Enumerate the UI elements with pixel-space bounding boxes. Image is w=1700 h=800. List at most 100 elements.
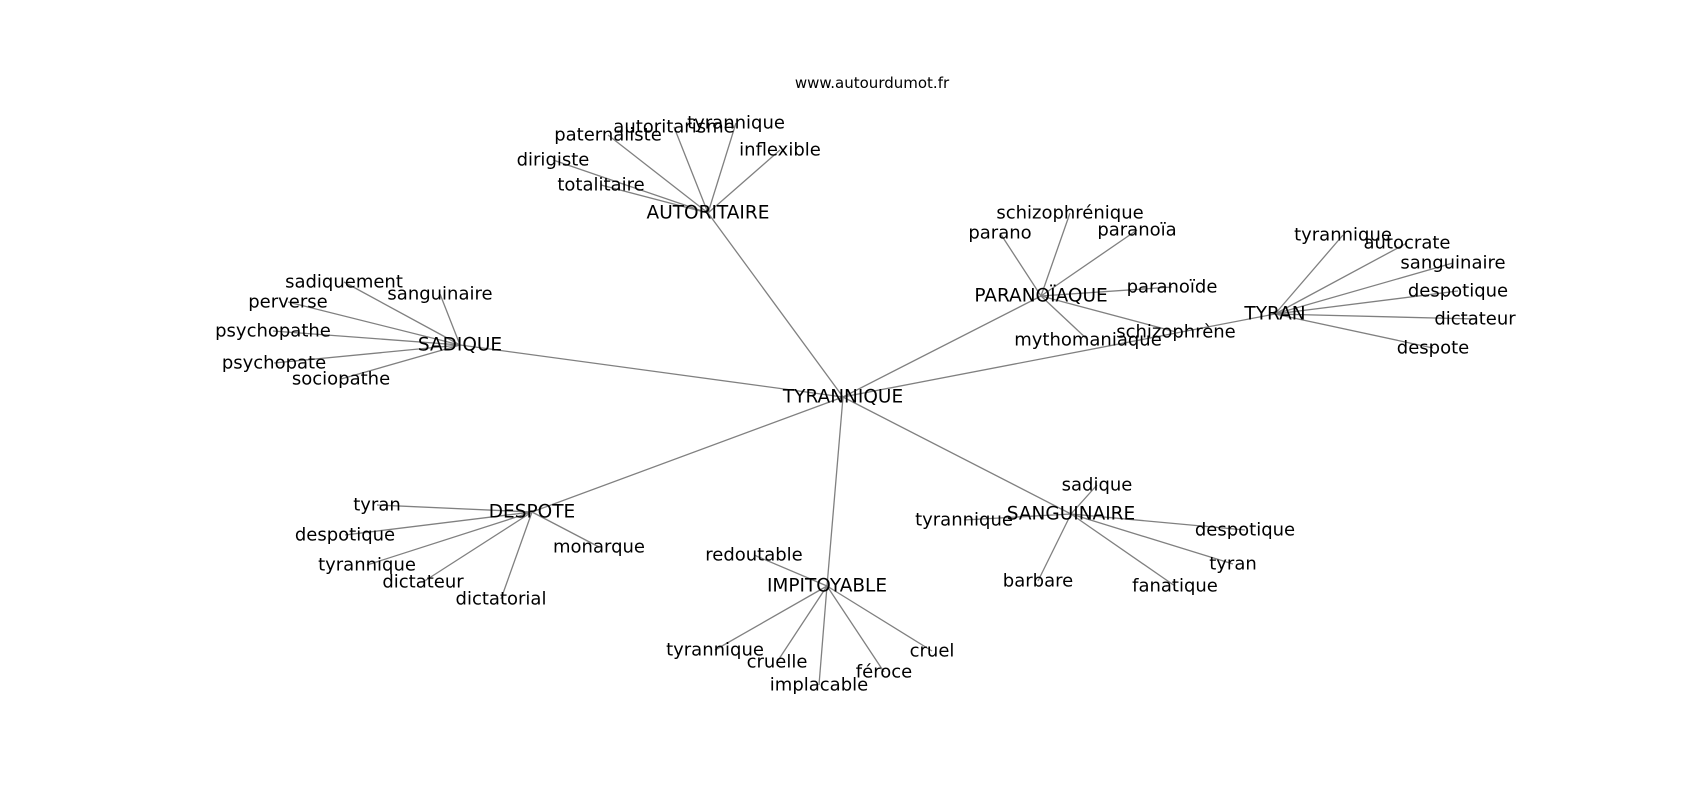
leaf-node[interactable]: tyrannique xyxy=(1294,225,1392,246)
leaf-node[interactable]: parano xyxy=(968,223,1031,244)
edge-hub-leaf xyxy=(826,585,933,652)
edge-hub-leaf xyxy=(1070,484,1098,515)
leaf-node[interactable]: dictatorial xyxy=(456,589,547,610)
leaf-node[interactable]: paranoïde xyxy=(1127,277,1218,298)
edge-hub-leaf xyxy=(1274,290,1459,315)
edge-hub-leaf xyxy=(1040,295,1089,341)
edge-hub-leaf xyxy=(287,301,461,346)
edge-hub-leaf xyxy=(552,159,709,214)
edge-hub-leaf xyxy=(1070,513,1176,587)
edges xyxy=(272,122,1476,686)
edge-hub-leaf xyxy=(500,511,533,600)
edge-hub-leaf xyxy=(340,344,461,380)
leaf-node[interactable]: mythomaniaque xyxy=(1014,330,1162,351)
edge-hub-leaf xyxy=(818,585,828,686)
leaf-node[interactable]: despotique xyxy=(295,525,395,546)
leaf-node[interactable]: tyrannique xyxy=(318,555,416,576)
edge-hub-leaf xyxy=(600,184,709,214)
edge-hub-leaf xyxy=(753,554,828,587)
hub-node[interactable]: SANGUINAIRE xyxy=(1007,504,1135,525)
leaf-node[interactable]: tyran xyxy=(1209,554,1257,575)
leaf-node[interactable]: tyrannique xyxy=(687,113,785,134)
edge-hub-leaf xyxy=(1037,513,1072,582)
edge-hub-leaf xyxy=(1040,212,1071,297)
edge-hub-leaf xyxy=(1274,242,1408,315)
edge-hub-leaf xyxy=(344,511,533,536)
edge-root-hub xyxy=(531,396,844,513)
leaf-node[interactable]: sanguinaire xyxy=(1400,253,1505,274)
leaf-node[interactable]: dictateur xyxy=(1434,309,1516,330)
leaf-node[interactable]: psychopathe xyxy=(215,321,331,342)
leaf-node[interactable]: totalitaire xyxy=(557,175,644,196)
leaf-node[interactable]: paternaliste xyxy=(554,125,662,146)
hub-node[interactable]: AUTORITAIRE xyxy=(647,203,770,224)
edge-hub-leaf xyxy=(531,511,600,548)
leaf-node[interactable]: autoritarisme xyxy=(613,117,734,138)
leaf-node[interactable]: tyran xyxy=(353,495,401,516)
leaf-node[interactable]: schizophrénique xyxy=(996,203,1143,224)
edge-hub-leaf xyxy=(376,504,533,513)
edge-root-hub xyxy=(826,396,844,587)
edge-hub-leaf xyxy=(1070,513,1234,565)
edge-hub-leaf xyxy=(1274,234,1344,315)
edge-hub-leaf xyxy=(1040,286,1173,297)
edge-hub-leaf xyxy=(826,585,885,673)
leaf-node[interactable]: despotique xyxy=(1408,281,1508,302)
leaf-node[interactable]: redoutable xyxy=(705,545,803,566)
edge-hub-leaf xyxy=(673,126,709,214)
edge-hub-leaf xyxy=(707,149,781,214)
leaf-node[interactable]: despotique xyxy=(1195,520,1295,541)
edge-hub-leaf xyxy=(1274,313,1476,320)
leaf-node[interactable]: despote xyxy=(1397,338,1469,359)
edge-hub-leaf xyxy=(1040,295,1177,333)
edge-hub-leaf xyxy=(273,344,461,364)
edge-hub-leaf xyxy=(999,232,1042,297)
edge-root-hub xyxy=(842,313,1276,398)
hub-node[interactable]: DESPOTE xyxy=(489,502,575,523)
leaf-node[interactable]: monarque xyxy=(553,537,645,558)
leaf-node[interactable]: barbare xyxy=(1003,571,1073,592)
leaf-node[interactable]: tyrannique xyxy=(666,640,764,661)
edge-hub-leaf xyxy=(1274,262,1454,315)
edge-hub-leaf xyxy=(1070,513,1246,531)
edge-hub-leaf xyxy=(963,513,1072,521)
edge-root-hub xyxy=(842,295,1042,398)
edge-hub-leaf xyxy=(272,330,461,346)
leaf-node[interactable]: sociopathe xyxy=(292,369,390,390)
edge-hub-leaf xyxy=(343,281,461,346)
hub-node[interactable]: PARANOÏAQUE xyxy=(974,286,1107,307)
leaf-node[interactable]: perverse xyxy=(248,292,327,313)
hub-node[interactable]: SADIQUE xyxy=(418,335,502,356)
leaf-node[interactable]: schizophrène xyxy=(1116,322,1236,343)
edge-hub-leaf xyxy=(607,134,709,214)
leaf-node[interactable]: cruel xyxy=(910,641,955,662)
leaf-node[interactable]: psychopate xyxy=(222,353,326,374)
leaf-node[interactable]: dirigiste xyxy=(517,150,590,171)
leaf-node[interactable]: tyrannique xyxy=(915,510,1013,531)
edge-hub-leaf xyxy=(439,293,461,346)
edge-hub-leaf xyxy=(1274,313,1434,349)
edge-hub-leaf xyxy=(776,585,828,663)
hub-node[interactable]: IMPITOYABLE xyxy=(767,576,887,597)
leaf-node[interactable]: féroce xyxy=(856,662,912,683)
leaf-node[interactable]: sadique xyxy=(1062,475,1133,496)
leaf-node[interactable]: implacable xyxy=(770,675,868,696)
leaf-node[interactable]: cruelle xyxy=(747,652,808,673)
leaf-node[interactable]: fanatique xyxy=(1132,576,1218,597)
labels: TYRANNIQUEAUTORITAIREtyranniqueautoritar… xyxy=(215,113,1516,696)
leaf-node[interactable]: paranoïa xyxy=(1097,220,1176,241)
edge-hub-leaf xyxy=(1040,229,1138,297)
leaf-node[interactable]: autocrate xyxy=(1364,233,1451,254)
edge-root-hub xyxy=(707,212,844,398)
edge-hub-leaf xyxy=(422,511,533,583)
credit-text: www.autourdumot.fr xyxy=(795,74,950,92)
leaf-node[interactable]: dictateur xyxy=(382,572,464,593)
root-node[interactable]: TYRANNIQUE xyxy=(782,387,903,408)
leaf-node[interactable]: inflexible xyxy=(739,140,821,161)
leaf-node[interactable]: sadiquement xyxy=(285,272,403,293)
hub-node[interactable]: TYRAN xyxy=(1243,304,1305,325)
edge-hub-leaf xyxy=(707,122,737,214)
leaf-node[interactable]: sanguinaire xyxy=(387,284,492,305)
edge-root-hub xyxy=(459,344,844,398)
